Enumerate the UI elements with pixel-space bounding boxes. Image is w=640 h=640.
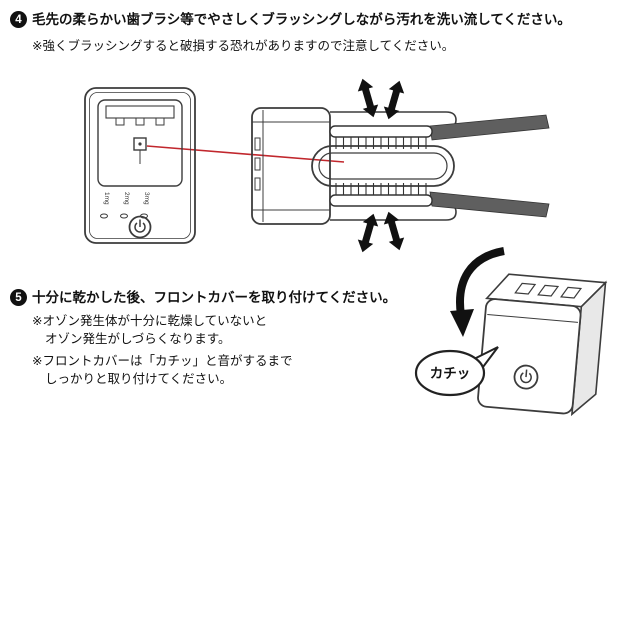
- top-slot: [560, 286, 583, 299]
- top-slot: [514, 282, 537, 295]
- device-opening: [97, 99, 183, 187]
- double-arrow-icon: [357, 78, 379, 118]
- power-icon: [520, 372, 532, 384]
- step-5-heading: 十分に乾かした後、フロントカバーを取り付けてください。: [32, 290, 397, 305]
- latch-tooth: [115, 117, 125, 126]
- ozone-plate-frame: [311, 145, 455, 187]
- brushing-illustration: 1mg 2mg 3mg: [84, 78, 550, 253]
- attach-arrow: [456, 247, 505, 316]
- device-with-cover: [477, 273, 608, 417]
- toothbrush-top: [329, 114, 550, 149]
- power-button: [128, 215, 152, 239]
- toothbrush-handle: [429, 191, 550, 218]
- brushing-direction-arrows: [357, 78, 405, 253]
- bubble-body: [414, 349, 486, 397]
- attach-arrow-head: [450, 309, 474, 337]
- toothbrush-handle: [429, 114, 550, 141]
- toothbrush-head: [329, 125, 433, 138]
- ozone-element-dot: [138, 142, 142, 146]
- toothbrush-bristles: [335, 137, 427, 149]
- click-sound-label: カチッ: [430, 366, 471, 381]
- double-arrow-icon: [383, 80, 405, 120]
- latch-tooth: [135, 117, 145, 126]
- step-5-header: 5 十分に乾かした後、フロントカバーを取り付けてください。: [10, 288, 396, 307]
- toothbrush-bristles: [335, 183, 427, 195]
- power-icon-line: [525, 369, 528, 378]
- step-5-note-1-line-1: ※オゾン発生体が十分に乾燥していないと: [32, 314, 268, 328]
- double-arrow-icon: [383, 211, 405, 251]
- step-4-note: ※強くブラッシングすると破損する恐れがありますので注意してください。: [32, 39, 455, 53]
- mg-button: [120, 213, 128, 219]
- step-4-number-badge: 4: [10, 11, 27, 28]
- button-label-3mg: 3mg: [143, 192, 150, 205]
- top-view-body: [251, 107, 331, 225]
- double-arrow-icon: [357, 213, 379, 253]
- attach-cover-illustration: カチッ: [414, 247, 608, 417]
- button-label-2mg: 2mg: [123, 192, 130, 205]
- step-5-number-badge: 5: [10, 289, 27, 306]
- toothbrush-head: [329, 194, 433, 207]
- front-cover: [477, 298, 582, 415]
- vent-slot: [254, 137, 261, 151]
- cover-seam: [487, 313, 578, 323]
- step-5-note-2-line-2: しっかりと取り付けてください。: [45, 372, 233, 386]
- top-slot: [537, 284, 560, 297]
- mg-button: [100, 213, 108, 219]
- pointer-line: [146, 145, 345, 163]
- ozone-plate-inner: [318, 152, 448, 180]
- step-5-note-2-line-1: ※フロントカバーは「カチッ」と音がするまで: [32, 354, 293, 368]
- power-button: [513, 364, 539, 390]
- device-inner-outline: [89, 92, 191, 239]
- step-5-note-1-line-2: オゾン発生がしづらくなります。: [45, 332, 231, 346]
- vent-slot: [254, 177, 261, 191]
- vent-slot: [254, 157, 261, 171]
- device-front-view: 1mg 2mg 3mg: [84, 87, 196, 244]
- latch-bar: [105, 105, 175, 119]
- button-label-1mg: 1mg: [103, 192, 110, 205]
- toothbrush-bottom: [329, 183, 550, 218]
- device-body-outline: [84, 87, 196, 244]
- power-icon: [134, 222, 146, 233]
- click-sound-bubble: カチッ: [414, 346, 499, 397]
- step-4-header: 4 毛先の柔らかい歯ブラシ等でやさしくブラッシングしながら汚れを洗い流してくださ…: [10, 10, 571, 29]
- step-4-heading: 毛先の柔らかい歯ブラシ等でやさしくブラッシングしながら汚れを洗い流してください。: [32, 12, 571, 27]
- latch-tooth: [155, 117, 165, 126]
